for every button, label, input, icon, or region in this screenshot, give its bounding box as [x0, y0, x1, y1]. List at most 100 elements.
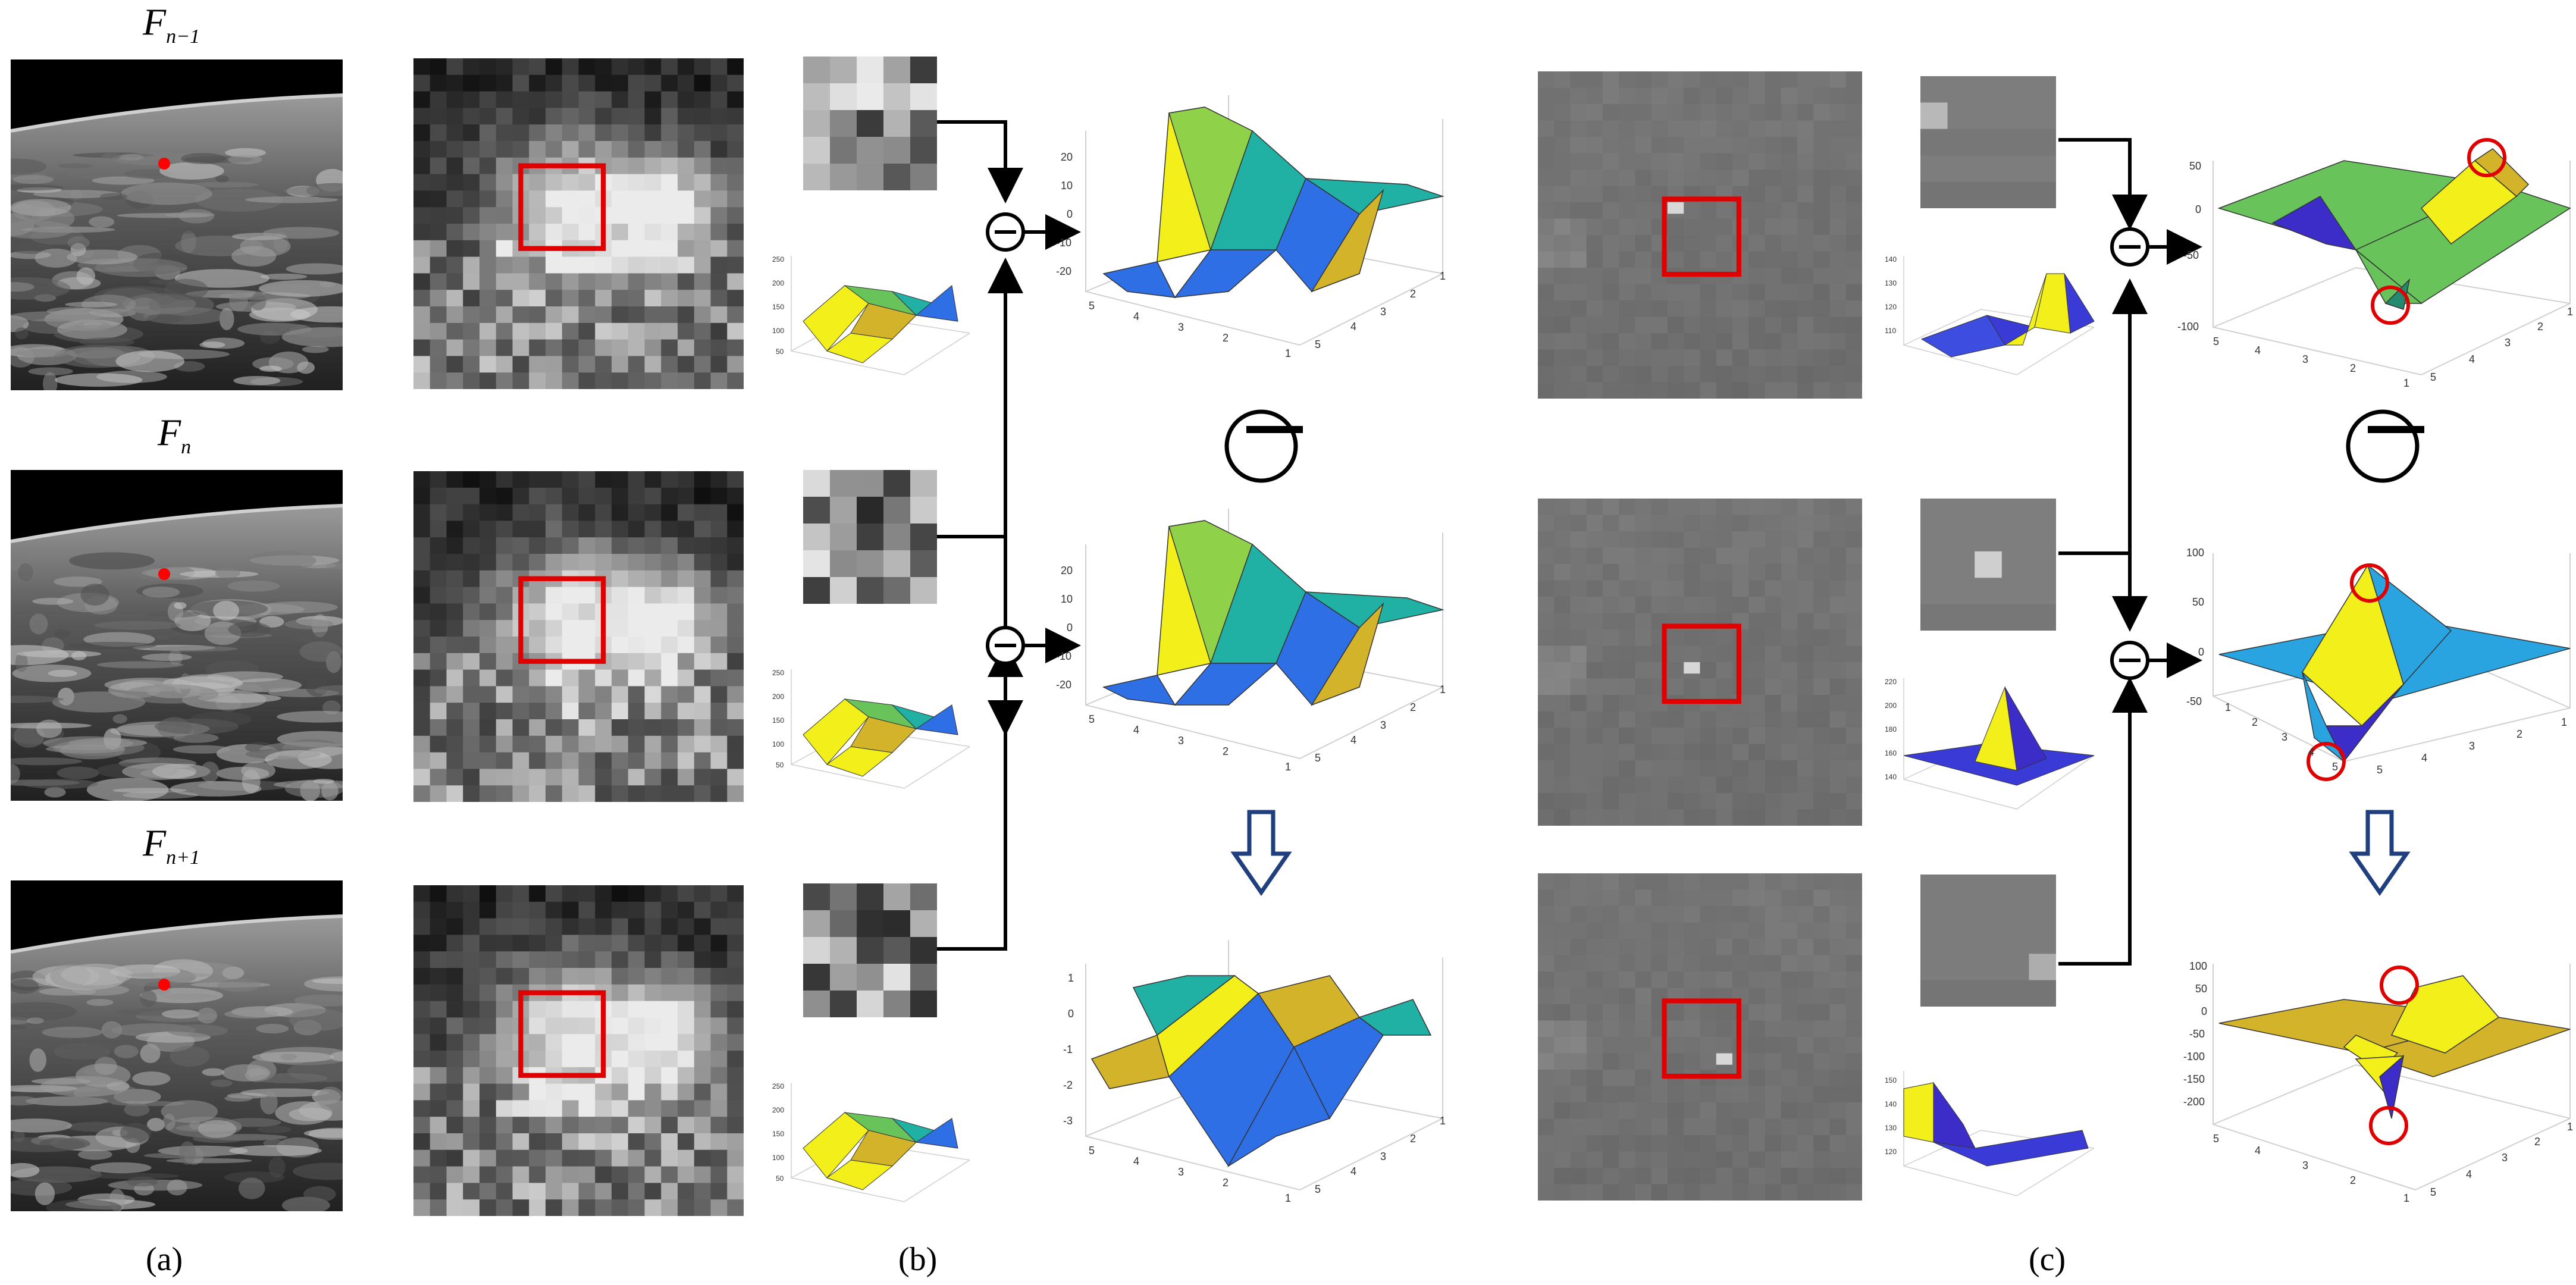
small-patch-b-curr: [803, 470, 937, 604]
svg-text:50: 50: [776, 347, 784, 356]
ytick: 1: [1440, 270, 1446, 282]
zoom-patch-b-prev: [413, 58, 744, 389]
ytick: 1: [1440, 684, 1446, 695]
ytick: 3: [1380, 719, 1386, 731]
ytick: 2: [1410, 288, 1416, 300]
xtick: 1: [2403, 377, 2409, 389]
svg-text:100: 100: [772, 740, 784, 748]
ztick: -200: [2183, 1096, 2205, 1108]
xtick: 2: [2252, 716, 2258, 728]
xtick: 3: [2302, 353, 2308, 365]
ytick: 3: [2502, 1152, 2508, 1164]
xtick: 2: [2350, 362, 2356, 374]
small-patch-c-prev: [1920, 76, 2056, 208]
ztick: 0: [1067, 622, 1073, 634]
svg-text:250: 250: [772, 255, 784, 264]
small-patch-b-prev: [803, 57, 937, 190]
ztick: -20: [1056, 679, 1071, 691]
ztick: 0: [2195, 203, 2201, 215]
xtick: 5: [1089, 300, 1095, 312]
ytick: 4: [1350, 321, 1356, 333]
ytick: 2: [1410, 1133, 1416, 1145]
ztick: -3: [1063, 1115, 1073, 1127]
svg-text:130: 130: [1885, 279, 1897, 287]
svg-text:150: 150: [772, 716, 784, 725]
xtick: 2: [2350, 1174, 2356, 1186]
connectors-b: [937, 120, 1081, 951]
xtick: 5: [2332, 761, 2338, 773]
ztick: 50: [2195, 983, 2207, 995]
xtick: 2: [1223, 332, 1229, 344]
svg-text:200: 200: [1885, 701, 1897, 710]
ytick: 5: [1315, 752, 1321, 764]
diff-surface-b-top: 20 10 0 -10 -20 5 4 3 2 1 1 2 3 4 5: [1056, 95, 1446, 359]
xtick: 4: [1133, 724, 1139, 736]
ytick: 5: [2430, 1186, 2436, 1198]
ztick: -50: [2189, 1028, 2205, 1040]
ztick: 100: [2186, 547, 2204, 559]
ztick: 0: [2201, 1005, 2207, 1017]
earth-frame-prev: [11, 59, 343, 390]
ytick: 5: [2377, 764, 2383, 776]
small-patch-c-next: [1920, 875, 2056, 1007]
small-patch-b-next: [803, 883, 937, 1017]
ztick: -10: [1056, 650, 1071, 662]
zoom-patch-c-curr: [1538, 499, 1862, 826]
ytick: 3: [1380, 306, 1386, 318]
xtick: 4: [2308, 746, 2314, 758]
svg-text:120: 120: [1885, 303, 1897, 311]
ytick: 3: [1380, 1151, 1386, 1162]
xtick: 3: [1178, 1166, 1184, 1178]
ytick: 2: [2537, 321, 2543, 333]
ytick: 5: [1315, 339, 1321, 350]
ytick: 3: [2505, 337, 2511, 349]
ztick: 100: [2189, 960, 2207, 972]
xtick: 3: [1178, 321, 1184, 333]
svg-text:250: 250: [772, 669, 784, 677]
ztick: 10: [1061, 180, 1073, 192]
svg-text:100: 100: [772, 327, 784, 335]
connectors-c: [2058, 138, 2202, 966]
ztick: 50: [2189, 160, 2201, 172]
svg-text:200: 200: [772, 1106, 784, 1114]
ztick: -50: [2183, 249, 2199, 261]
xtick: 5: [2213, 1133, 2219, 1145]
minus-operator-b: [1224, 409, 1303, 483]
diff-surface-c-mid: 100 50 0 -50 1 2 3 4 5 5 4 3 2 1: [2186, 547, 2571, 781]
zoom-patch-b-next: [413, 885, 744, 1216]
ytick: 2: [2534, 1136, 2540, 1148]
ytick: 1: [2567, 1121, 2573, 1133]
minus-operator-c: [2346, 409, 2424, 483]
svg-text:130: 130: [1885, 1124, 1897, 1132]
ytick: 4: [2421, 752, 2427, 764]
ytick: 1: [1440, 1115, 1446, 1127]
xtick: 3: [2302, 1159, 2308, 1171]
ztick: -50: [2186, 695, 2202, 707]
ztick: -1: [1063, 1043, 1073, 1055]
caption-b: (b): [898, 1241, 938, 1278]
ztick: 20: [1061, 565, 1073, 576]
xtick: 2: [1223, 1177, 1229, 1189]
xtick: 4: [2255, 1145, 2261, 1156]
ytick: 4: [2469, 353, 2475, 365]
zoom-patch-b-curr: [413, 471, 744, 802]
svg-text:140: 140: [1885, 773, 1897, 781]
svg-text:100: 100: [772, 1154, 784, 1162]
result-surface-b: 1 0 -1 -2 -3 5 4 3 2 1 1 2 3 4 5: [1063, 940, 1446, 1204]
ytick: 4: [1350, 1165, 1356, 1177]
svg-text:140: 140: [1885, 255, 1897, 264]
result-surface-c: 100 50 0 -50 -100 -150 -200 5 4 3 2 1 1 …: [2183, 960, 2573, 1204]
zoom-patch-c-next: [1538, 873, 1862, 1201]
xtick: 3: [1178, 735, 1184, 747]
xtick: 1: [1285, 1192, 1291, 1204]
down-arrow-b: [1230, 810, 1292, 897]
ytick: 1: [2561, 716, 2567, 728]
xtick: 1: [1285, 761, 1291, 773]
xtick: 2: [1223, 745, 1229, 757]
xtick: 3: [2282, 731, 2287, 743]
ztick: -100: [2177, 321, 2199, 333]
